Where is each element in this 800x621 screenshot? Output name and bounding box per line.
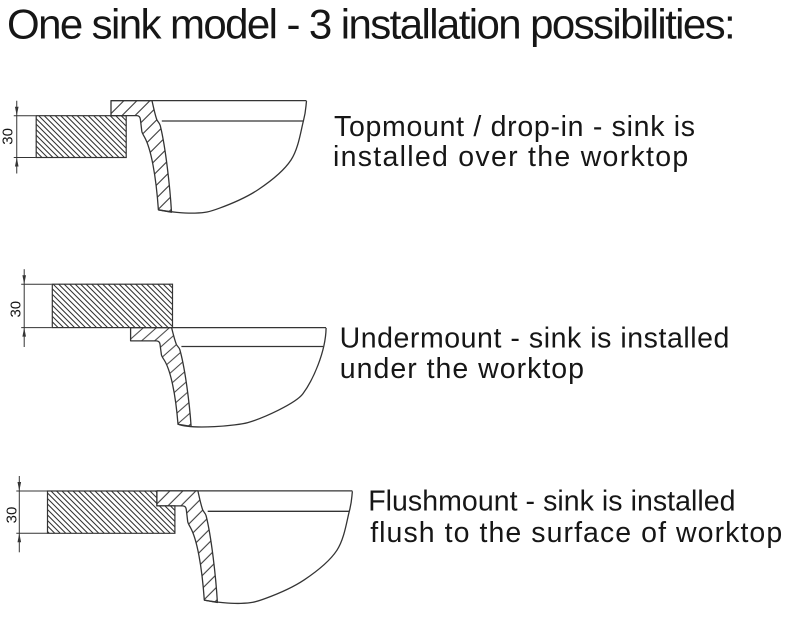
- svg-text:One sink model - 3 installatio: One sink model - 3 installation possibil…: [7, 1, 734, 48]
- svg-text:Flushmount - sink is installed: Flushmount - sink is installed: [368, 485, 735, 517]
- svg-text:30: 30: [8, 301, 25, 318]
- svg-text:30: 30: [4, 507, 21, 524]
- svg-text:Undermount - sink is installed: Undermount - sink is installed: [340, 323, 730, 355]
- svg-text:Topmount / drop-in - sink is: Topmount / drop-in - sink is: [334, 111, 696, 143]
- svg-text:installed over the worktop: installed over the worktop: [333, 141, 689, 173]
- svg-text:under the worktop: under the worktop: [340, 353, 585, 385]
- svg-text:30: 30: [0, 128, 17, 145]
- svg-text:flush to the surface of workto: flush to the surface of worktop: [370, 517, 783, 549]
